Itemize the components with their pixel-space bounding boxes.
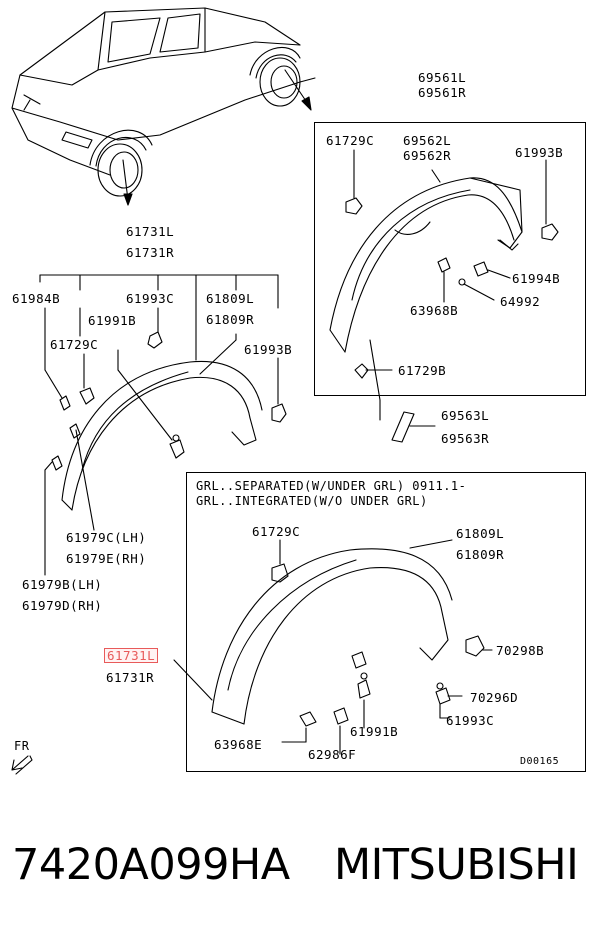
label-61991b-bottom: 61991B	[350, 724, 399, 739]
label-61991b: 61991B	[88, 313, 137, 328]
bottom-fender-drawing	[211, 548, 485, 727]
label-61993c: 61993C	[126, 291, 175, 306]
bottom-leaders	[173, 539, 493, 755]
label-61984b: 61984B	[12, 291, 61, 306]
label-61993b-mid: 61993B	[244, 342, 293, 357]
diagram-code: D00165	[520, 756, 560, 767]
truck-outline	[11, 7, 316, 197]
detail-box-rear-fender	[314, 122, 586, 396]
fr-label: FR	[14, 739, 30, 753]
detail-box-grille-fender	[186, 472, 586, 772]
label-61729c-mid: 61729C	[50, 337, 99, 352]
grl-note: GRL..SEPARATED(W/UNDER GRL) 0911.1-GRL..…	[196, 479, 467, 508]
label-62986f: 62986F	[308, 747, 357, 762]
label-61729c-bottom: 61729C	[252, 524, 301, 539]
label-61994b: 61994B	[512, 271, 561, 286]
label-70296d: 70296D	[470, 690, 519, 705]
front-fender-drawing	[51, 331, 287, 511]
rear-fender-drawing	[329, 177, 559, 443]
label-63968b: 63968B	[410, 303, 459, 318]
label-61729c: 61729C	[326, 133, 375, 148]
top-right-leaders	[353, 149, 547, 427]
part-number: 7420A099HA	[12, 840, 290, 890]
front-direction-arrow	[11, 755, 33, 775]
label-61979bd: 61979B(LH)61979D(RH)	[22, 577, 103, 613]
label-61729b: 61729B	[398, 363, 447, 378]
label-63968e: 63968E	[214, 737, 263, 752]
label-61993c-bottom: 61993C	[446, 713, 495, 728]
label-70298b: 70298B	[496, 643, 545, 658]
label-61731r: 61731R	[106, 670, 155, 685]
label-61979ce: 61979C(LH)61979E(RH)	[66, 530, 147, 566]
label-64992: 64992	[500, 294, 541, 309]
label-61731-highlighted[interactable]: 61731L	[104, 648, 159, 663]
brand-name: MITSUBISHI	[334, 840, 579, 890]
leader-arrows	[122, 69, 312, 206]
label-61993b: 61993B	[515, 145, 564, 160]
mid-left-leaders	[39, 274, 279, 576]
